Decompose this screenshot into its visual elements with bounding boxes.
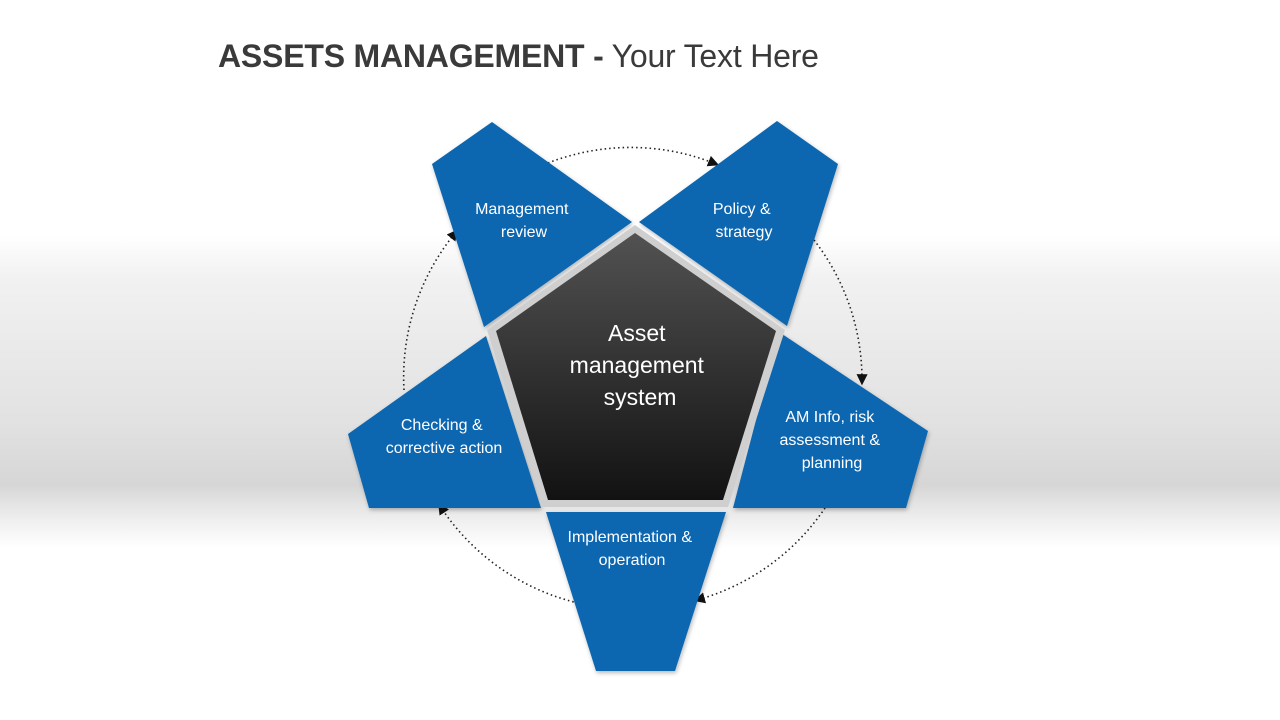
arrow-policy-to-aminfo <box>813 239 868 386</box>
cycle-arrows <box>402 146 868 604</box>
petal-policy-strategy <box>639 121 838 326</box>
center-label-line: Asset <box>608 320 666 346</box>
slide-title-rest: Your Text Here <box>603 38 819 74</box>
label-line: Checking & <box>401 417 483 434</box>
label-line: assessment & <box>780 432 881 449</box>
label-line: Implementation & <box>568 529 693 546</box>
slide-title-bold: ASSETS MANAGEMENT - <box>218 38 604 74</box>
label-policy-strategy: Policy & strategy <box>713 201 775 241</box>
arrow-aminfo-to-implementation <box>693 507 826 604</box>
petals <box>348 121 928 671</box>
slide-title: ASSETS MANAGEMENT - Your Text Here <box>218 38 819 75</box>
label-am-info: AM Info, risk assessment & planning <box>780 409 885 472</box>
arrow-implementation-to-checking <box>438 503 579 604</box>
petal-implementation <box>546 512 726 671</box>
label-checking: Checking & corrective action <box>386 417 503 457</box>
center-pentagon <box>496 233 776 500</box>
label-line: operation <box>599 552 666 569</box>
petal-management-review <box>432 122 632 327</box>
center-label: Asset management system <box>570 320 711 410</box>
label-line: planning <box>802 455 863 472</box>
arrow-review-to-policy <box>547 146 720 167</box>
center-label-line: system <box>604 384 677 410</box>
label-line: Management <box>475 201 569 218</box>
label-management-review: Management review <box>475 201 573 241</box>
label-line: AM Info, risk <box>785 409 875 426</box>
label-line: corrective action <box>386 440 503 457</box>
label-implementation: Implementation & operation <box>568 529 697 569</box>
label-line: strategy <box>716 224 773 241</box>
label-line: Policy & <box>713 201 771 218</box>
petal-am-info <box>733 332 928 508</box>
arrow-checking-to-review <box>402 229 459 391</box>
center-label-line: management <box>570 352 705 378</box>
label-line: review <box>501 224 548 241</box>
petal-checking <box>348 336 541 508</box>
